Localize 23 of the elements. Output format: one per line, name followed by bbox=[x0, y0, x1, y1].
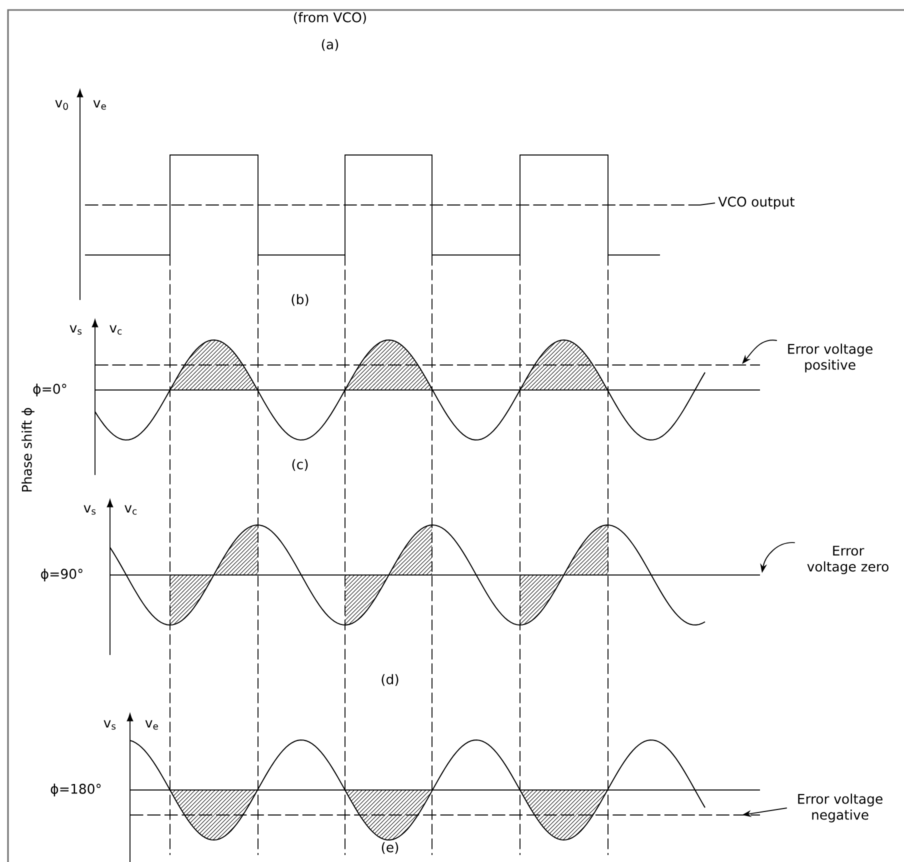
axis-label: v$_{s}$ bbox=[104, 720, 116, 730]
leader-line bbox=[700, 202, 716, 206]
axis-label: v$_{c}$ bbox=[124, 505, 137, 515]
panel-label: (c) bbox=[292, 459, 308, 471]
axis-label: v$_{c}$ bbox=[110, 325, 122, 335]
annotation-text: Error voltage zero bbox=[807, 546, 888, 574]
axis-label: v$_{s}$ bbox=[84, 505, 96, 515]
panel-label: (a) bbox=[322, 39, 338, 51]
annotation-text: Error voltage negative bbox=[798, 794, 882, 822]
panel-label: (b) bbox=[292, 294, 308, 306]
axis-label: v$_{0}$ bbox=[55, 100, 68, 110]
phase-label: ϕ=90° bbox=[41, 568, 82, 582]
annotation-text: VCO output bbox=[718, 196, 795, 210]
axis-title: Phase shift ϕ bbox=[22, 408, 34, 492]
axis-label: v$_{s}$ bbox=[70, 325, 82, 335]
axis-label: v$_{e}$ bbox=[145, 720, 158, 730]
axis-label: v$_{e}$ bbox=[93, 100, 106, 110]
panel-label: (e) bbox=[382, 842, 398, 854]
caption-text: (from VCO) bbox=[294, 12, 366, 24]
phase-label: ϕ=0° bbox=[33, 384, 66, 396]
panel-label: (d) bbox=[382, 674, 398, 686]
annotation-text: Error voltage positive bbox=[788, 344, 872, 372]
phase-label: ϕ=180° bbox=[50, 784, 101, 796]
